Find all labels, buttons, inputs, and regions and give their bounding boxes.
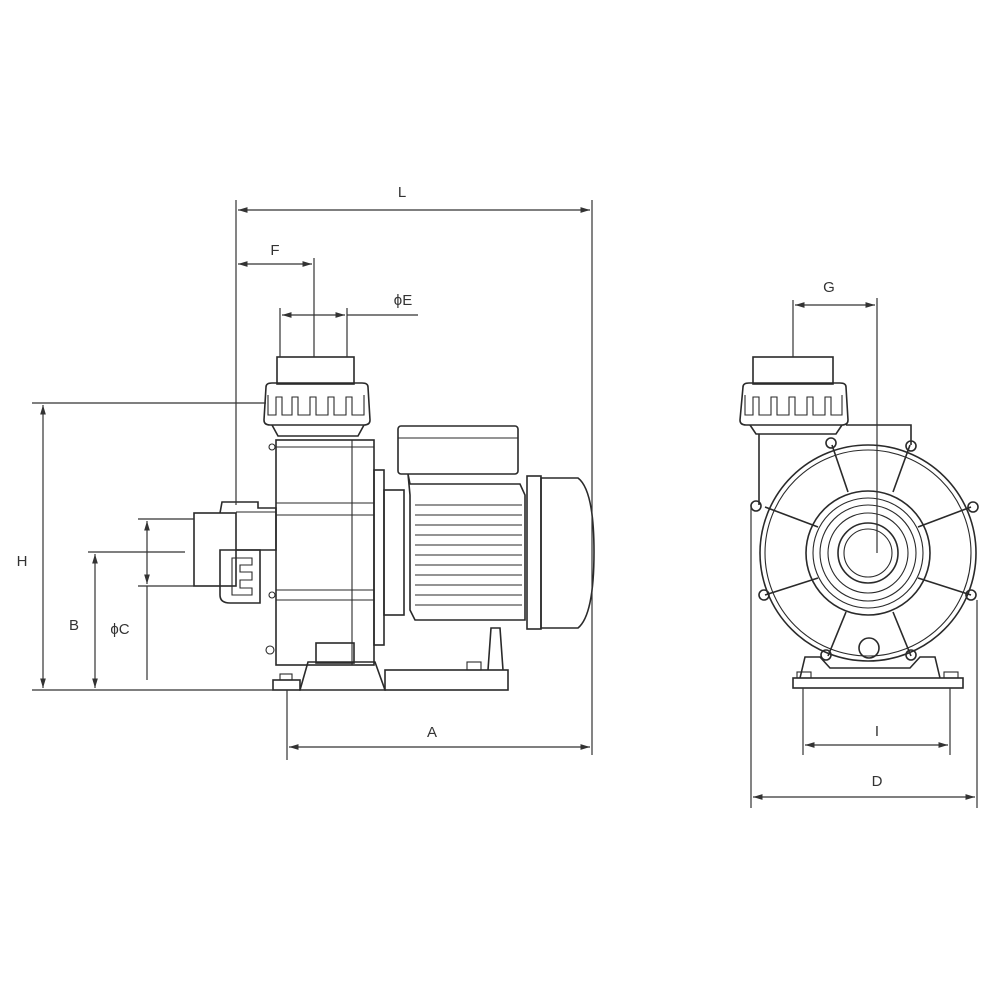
side-view <box>193 356 595 691</box>
dim-label-A: A <box>427 724 437 741</box>
dim-label-I: I <box>875 723 879 740</box>
dimension-labels: L F ϕE G H B ϕC A I D <box>17 184 883 790</box>
pump-base <box>272 627 509 691</box>
outlet-pipe-front <box>752 356 834 385</box>
dim-label-F: F <box>270 242 279 259</box>
dimension-lines <box>32 200 978 808</box>
pump-housing <box>265 439 405 666</box>
outlet-union-nut <box>263 382 371 437</box>
dim-label-H: H <box>17 553 28 570</box>
inlet-union <box>193 501 277 604</box>
motor-cooling-fins <box>415 504 522 606</box>
outlet-union-nut-front <box>739 382 849 435</box>
dim-label-G: G <box>823 279 835 296</box>
dim-label-D: D <box>872 773 883 790</box>
outlet-pipe <box>276 356 355 385</box>
front-view <box>739 356 979 689</box>
volute-outer-ring <box>759 444 977 662</box>
motor <box>397 425 595 630</box>
inlet-rings <box>805 490 931 616</box>
dim-label-B: B <box>69 617 79 634</box>
volute-bolts <box>750 437 979 661</box>
volute-spokes <box>764 444 972 657</box>
front-base <box>792 656 964 689</box>
dim-label-C: ϕC <box>110 621 129 638</box>
dim-label-E: ϕE <box>394 292 412 309</box>
drain-plug <box>858 637 880 659</box>
dim-label-L: L <box>398 184 406 201</box>
